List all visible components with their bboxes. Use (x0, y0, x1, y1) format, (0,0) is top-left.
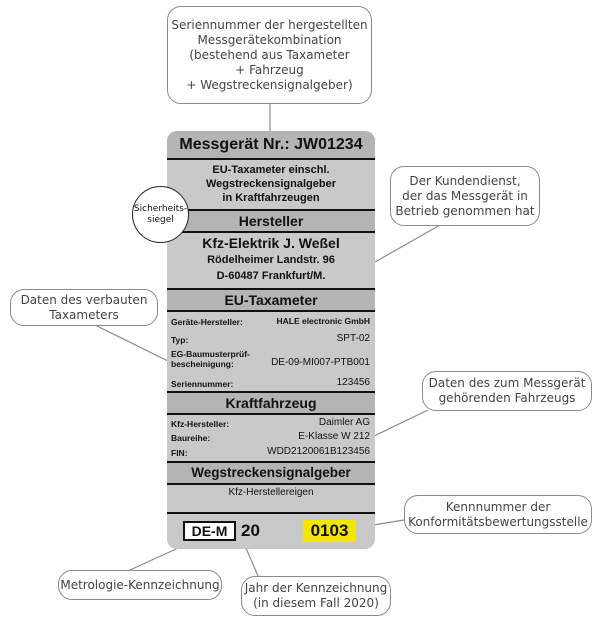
divider (167, 158, 375, 160)
divider (167, 288, 375, 290)
signalgeber-header: Wegstreckensignalgeber (167, 463, 375, 483)
metrology-mark: DE-M (183, 521, 236, 541)
taxameter-value-serial: 123456 (336, 377, 370, 388)
signalgeber-value: Kfz-Herstellereigen (228, 487, 314, 498)
divider (167, 413, 375, 415)
divider (167, 483, 375, 485)
notified-body-number: 0103 (303, 520, 356, 542)
hersteller-header: Hersteller (167, 211, 375, 231)
vehicle-label-series: Baureihe: (171, 433, 211, 443)
vehicle-value-manufacturer: Daimler AG (318, 417, 370, 428)
type-plate: Messgerät Nr.: JW01234 EU-Taxameter eins… (167, 131, 375, 549)
security-seal-line-2: siegel (147, 214, 174, 225)
fahrzeug-header: Kraftfahrzeug (167, 393, 375, 413)
plate-description-line-1: EU-Taxameter einschl. (212, 164, 330, 176)
divider (167, 391, 375, 393)
hersteller-address-city: D-60487 Frankfurt/M. (216, 270, 326, 282)
taxameter-value-type: SPT-02 (336, 333, 370, 344)
vehicle-value-series: E-Klasse W 212 (298, 431, 370, 442)
callout-taxameter-data: Daten des verbauten Taxameters (10, 289, 158, 326)
divider (167, 512, 375, 514)
vehicle-label-vin: FIN: (171, 448, 188, 458)
connector-vehicle (371, 409, 429, 438)
taxameter-value-manufacturer: HALE electronic GmbH (276, 316, 370, 326)
plate-description-line-3: in Kraftfahrzeugen (222, 192, 320, 204)
taxameter-label-type: Typ: (171, 335, 189, 345)
hersteller-address-street: Rödelheimer Landstr. 96 (207, 254, 335, 266)
callout-vehicle-data: Daten des zum Messgerät gehörenden Fahrz… (422, 371, 592, 411)
callout-customer-service: Der Kundendienst, der das Messgerät in B… (390, 166, 540, 226)
plate-description-line-2: Wegstreckensignalgeber (205, 178, 336, 190)
taxameter-label-certificate: EG-Baumusterprüf- bescheinigung: (171, 349, 250, 369)
vehicle-value-vin: WDD2120061B123456 (267, 446, 370, 457)
taxameter-value-certificate: DE-09-MI007-PTB001 (271, 357, 370, 368)
divider (167, 231, 375, 233)
divider (167, 461, 375, 463)
taxameter-label-manufacturer: Geräte-Hersteller: (171, 317, 243, 327)
taxameter-header: EU-Taxameter (167, 290, 375, 310)
callout-metrology-mark: Metrologie-Kennzeichnung (58, 570, 222, 600)
vehicle-label-manufacturer: Kfz-Hersteller: (171, 419, 230, 429)
connector-taxameter (94, 324, 173, 364)
callout-notified-body: Kennnummer der Konformitätsbewertungsste… (404, 495, 592, 534)
callout-serial-number: Seriennummer der hergestellten Messgerät… (167, 6, 372, 104)
hersteller-name: Kfz-Elektrik J. Weßel (202, 235, 340, 251)
taxameter-label-serial: Seriennummer: (171, 379, 234, 389)
security-seal: Sicherheits- siegel (132, 186, 189, 243)
callout-year: Jahr der Kennzeichnung (in diesem Fall 2… (241, 576, 391, 616)
year-mark: 20 (241, 521, 260, 540)
plate-title: Messgerät Nr.: JW01234 (167, 131, 375, 158)
divider (167, 310, 375, 312)
security-seal-line-1: Sicherheits- (133, 203, 188, 214)
divider (167, 209, 375, 211)
connector-customer-service (374, 224, 441, 263)
